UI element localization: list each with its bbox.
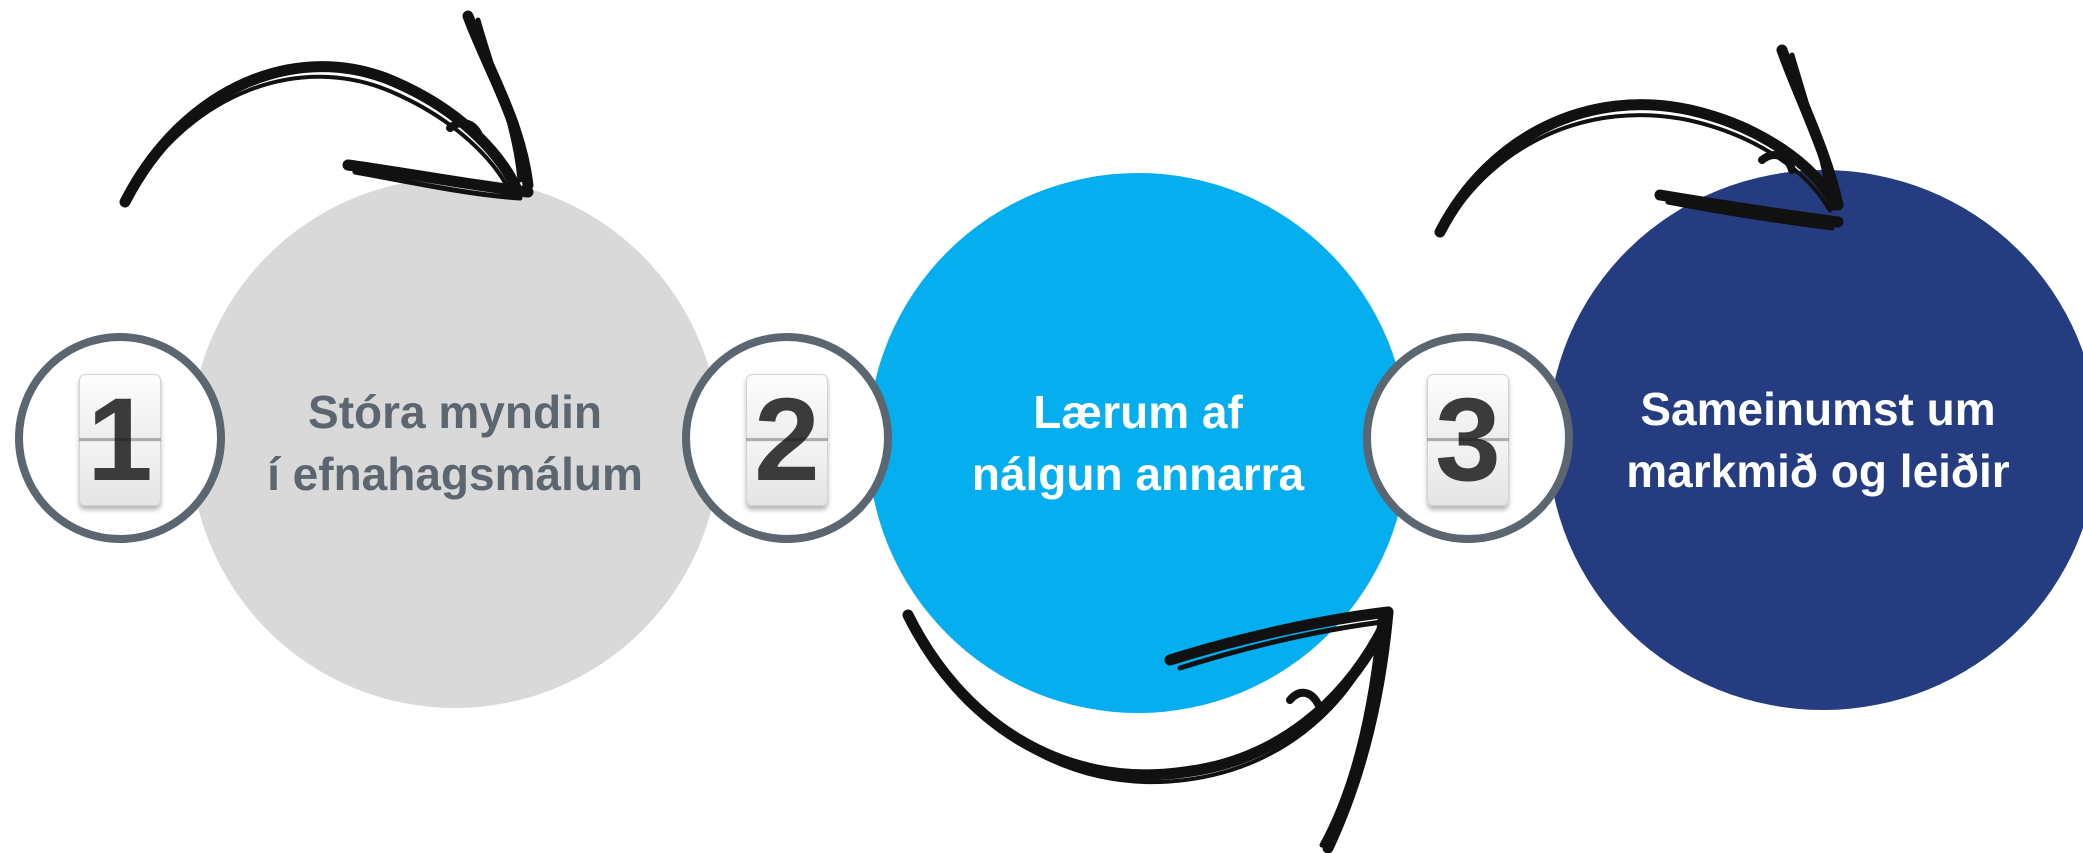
step-2-number-badge: 2 (682, 333, 892, 543)
flip-number-icon: 1 (79, 374, 161, 506)
step-3-number: 3 (1435, 374, 1501, 506)
step-2-label-line-1: Lærum af (1033, 386, 1243, 438)
step-3-label: Sameinumst um markmið og leiðir (1548, 170, 2083, 710)
curved-arrow-icon (119, 10, 534, 208)
step-1-number-badge: 1 (15, 333, 225, 543)
step-2-label-line-2: nálgun annarra (971, 448, 1305, 500)
flip-number-icon: 2 (746, 374, 828, 506)
step-1-label: Stóra myndin í efnahagsmálum (190, 178, 720, 708)
flip-number-icon: 3 (1427, 374, 1509, 506)
step-1-label-line-1: Stóra myndin (308, 386, 602, 438)
step-2-label: Lærum af nálgun annarra (868, 173, 1408, 713)
step-3-number-badge: 3 (1363, 333, 1573, 543)
step-3-circle (1548, 170, 2083, 710)
step-2-number: 2 (754, 374, 820, 506)
step-1-circle (190, 178, 720, 708)
step-3-label-line-2: markmið og leiðir (1626, 445, 2010, 497)
step-1-number: 1 (87, 374, 153, 506)
step-1-label-line-2: í efnahagsmálum (267, 448, 643, 500)
step-3-label-line-1: Sameinumst um (1640, 383, 1996, 435)
